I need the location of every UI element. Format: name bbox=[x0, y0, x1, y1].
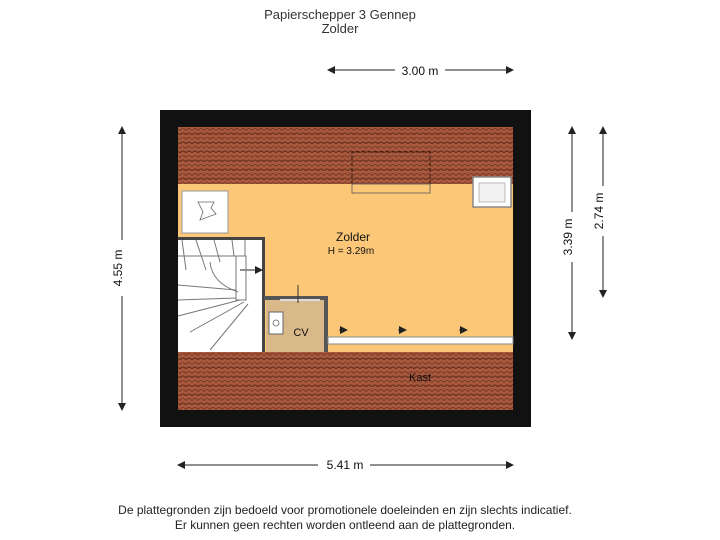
boiler bbox=[268, 311, 284, 335]
stair-area bbox=[178, 240, 264, 352]
stair-steps bbox=[177, 239, 249, 351]
dimension-label-top: 3.00 m bbox=[402, 64, 439, 78]
plan-address: Papierschepper 3 Gennep bbox=[264, 7, 416, 22]
stair-top-step bbox=[235, 255, 247, 301]
cv-room-right-wall bbox=[324, 296, 328, 352]
room-label-zolder: Zolder bbox=[336, 230, 370, 244]
roof-bottom bbox=[178, 352, 513, 410]
dormer-window bbox=[351, 183, 431, 194]
disclaimer-line-2: Er kunnen geen rechten worden ontleend a… bbox=[174, 518, 516, 532]
dimension-label-right-inner: 3.39 m bbox=[561, 219, 575, 256]
roof-top bbox=[178, 127, 513, 184]
boiler-icon bbox=[272, 319, 280, 327]
cv-room-top-wall bbox=[264, 296, 328, 300]
room-height-zolder: H = 3.29m bbox=[328, 246, 374, 257]
plan-floor-name: Zolder bbox=[321, 21, 359, 36]
stair-side-wall bbox=[262, 237, 265, 352]
kast-rail bbox=[327, 336, 514, 345]
dimension-label-bottom: 5.41 m bbox=[327, 458, 364, 472]
dormer-outline bbox=[351, 151, 431, 184]
skylight-right-inner bbox=[478, 182, 506, 203]
skylight-left bbox=[181, 190, 229, 234]
disclaimer-line-1: De plattegronden zijn bedoeld voor promo… bbox=[118, 503, 572, 517]
room-label-kast: Kast bbox=[409, 372, 431, 384]
skylight-left-sign bbox=[197, 201, 217, 221]
dimension-label-left: 4.55 m bbox=[111, 250, 125, 287]
stair-upper-wall bbox=[178, 237, 264, 240]
dimension-label-right-outer: 2.74 m bbox=[592, 193, 606, 230]
room-label-cv: CV bbox=[293, 327, 309, 339]
